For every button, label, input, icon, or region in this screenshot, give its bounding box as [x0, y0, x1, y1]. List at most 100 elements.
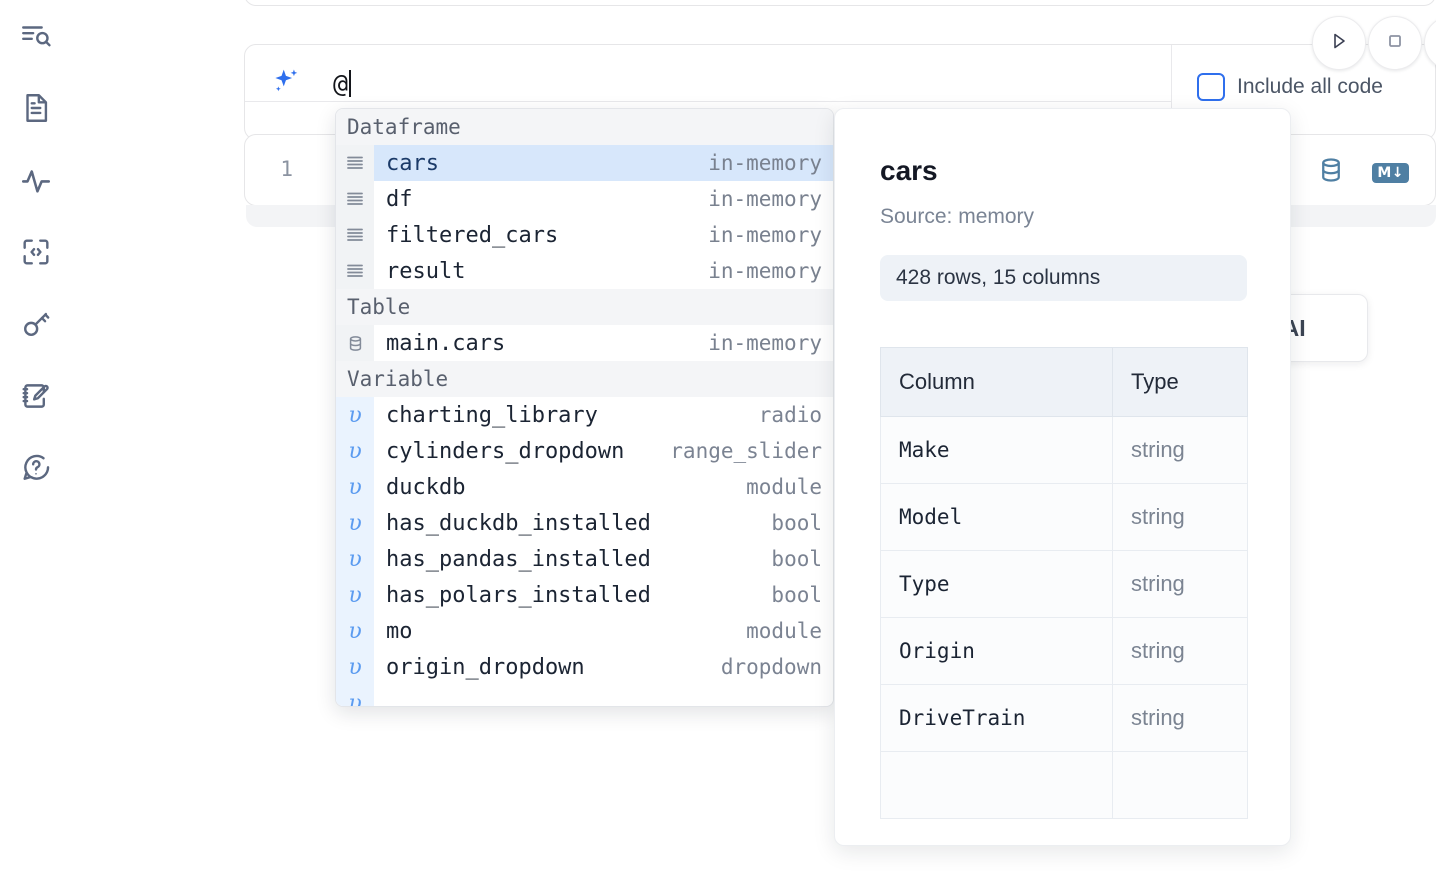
variable-upsilon-icon: υ [336, 505, 374, 541]
activity-pulse-icon[interactable] [14, 158, 58, 202]
autocomplete-item-type: in-memory [708, 259, 822, 283]
autocomplete-item-name: charting_library [386, 402, 598, 428]
ai-prompt-value: @ [333, 69, 349, 98]
autocomplete-section-header: Variable [336, 361, 833, 397]
include-all-code-toggle[interactable]: Include all code [1197, 73, 1383, 101]
autocomplete-item-body: result in-memory [374, 253, 833, 289]
play-icon [1327, 29, 1351, 58]
schema-column-type: string [1112, 684, 1248, 752]
schema-column-name: Origin [880, 617, 1113, 685]
autocomplete-item-name: duckdb [386, 474, 466, 500]
autocomplete-item-name: has_polars_installed [386, 582, 651, 608]
autocomplete-item-name: has_pandas_installed [386, 546, 651, 572]
autocomplete-item[interactable]: result in-memory [336, 253, 833, 289]
autocomplete-item-name: origin_dropdown [386, 654, 585, 680]
schema-column-type [1112, 751, 1248, 819]
explore-outline-icon[interactable] [14, 14, 58, 58]
autocomplete-item-type: range_slider [670, 439, 822, 463]
database-icon [336, 325, 374, 361]
text-caret [349, 70, 352, 97]
autocomplete-section-header: Table [336, 289, 833, 325]
help-chat-icon[interactable] [14, 446, 58, 490]
stop-button[interactable] [1368, 16, 1422, 70]
markdown-badge[interactable]: M↓ [1372, 162, 1409, 183]
autocomplete-item-name: df [386, 186, 413, 212]
left-icon-rail [0, 0, 72, 874]
dataframe-rows-icon [336, 145, 374, 181]
autocomplete-item-name: cars [386, 150, 439, 176]
autocomplete-item-body: df in-memory [374, 181, 833, 217]
autocomplete-item-type: module [746, 619, 822, 643]
detail-title: cars [880, 155, 938, 186]
include-all-code-checkbox[interactable] [1197, 73, 1225, 101]
autocomplete-item-type: bool [771, 583, 822, 607]
autocomplete-item-type: dropdown [720, 655, 822, 679]
autocomplete-item[interactable]: υ has_polars_installed bool [336, 577, 833, 613]
run-button[interactable] [1312, 16, 1366, 70]
autocomplete-section-header: Dataframe [336, 109, 833, 145]
autocomplete-item[interactable]: υ charting_library radio [336, 397, 833, 433]
autocomplete-item-body [374, 685, 833, 706]
variable-upsilon-icon: υ [336, 577, 374, 613]
variable-upsilon-icon: υ [336, 397, 374, 433]
autocomplete-item-type: module [746, 475, 822, 499]
autocomplete-item-body: charting_library radio [374, 397, 833, 433]
autocomplete-item-type: radio [758, 403, 822, 427]
detail-shape-badge: 428 rows, 15 columns [880, 255, 1247, 301]
schema-row [880, 751, 1248, 819]
variable-upsilon-icon: υ [336, 613, 374, 649]
file-text-icon[interactable] [14, 86, 58, 130]
autocomplete-item-type: in-memory [708, 187, 822, 211]
autocomplete-item-name: has_duckdb_installed [386, 510, 651, 536]
autocomplete-item-type: in-memory [708, 223, 822, 247]
schema-header-cell: Column [880, 347, 1113, 417]
autocomplete-item-type: bool [771, 511, 822, 535]
dataframe-detail-panel: cars Source: memory 428 rows, 15 columns… [834, 108, 1291, 846]
autocomplete-item[interactable]: υ has_duckdb_installed bool [336, 505, 833, 541]
autocomplete-item-body: duckdb module [374, 469, 833, 505]
cell-above-clipped [244, 0, 1436, 6]
ai-cell-vertical-divider [1171, 45, 1172, 141]
autocomplete-item-name: result [386, 258, 466, 284]
autocomplete-item-type: in-memory [708, 331, 822, 355]
autocomplete-item[interactable]: df in-memory [336, 181, 833, 217]
key-icon[interactable] [14, 302, 58, 346]
ai-prompt-input[interactable]: @ [333, 67, 1133, 101]
schema-column-name: Make [880, 416, 1113, 484]
schema-column-name [880, 751, 1113, 819]
scratchpad-edit-icon[interactable] [14, 374, 58, 418]
database-icon[interactable] [1316, 155, 1346, 190]
ai-sparkle-icon [269, 65, 303, 99]
dataframe-rows-icon [336, 217, 374, 253]
autocomplete-item[interactable]: υ [336, 685, 833, 706]
schema-column-type: string [1112, 550, 1248, 618]
schema-column-type: string [1112, 416, 1248, 484]
code-snippet-icon[interactable] [14, 230, 58, 274]
ai-cell-divider [245, 101, 1171, 102]
schema-header-cell: Type [1112, 347, 1248, 417]
code-line-number: 1 [280, 157, 293, 181]
include-all-code-label: Include all code [1237, 75, 1383, 98]
autocomplete-item-body: has_duckdb_installed bool [374, 505, 833, 541]
schema-column-type: string [1112, 483, 1248, 551]
